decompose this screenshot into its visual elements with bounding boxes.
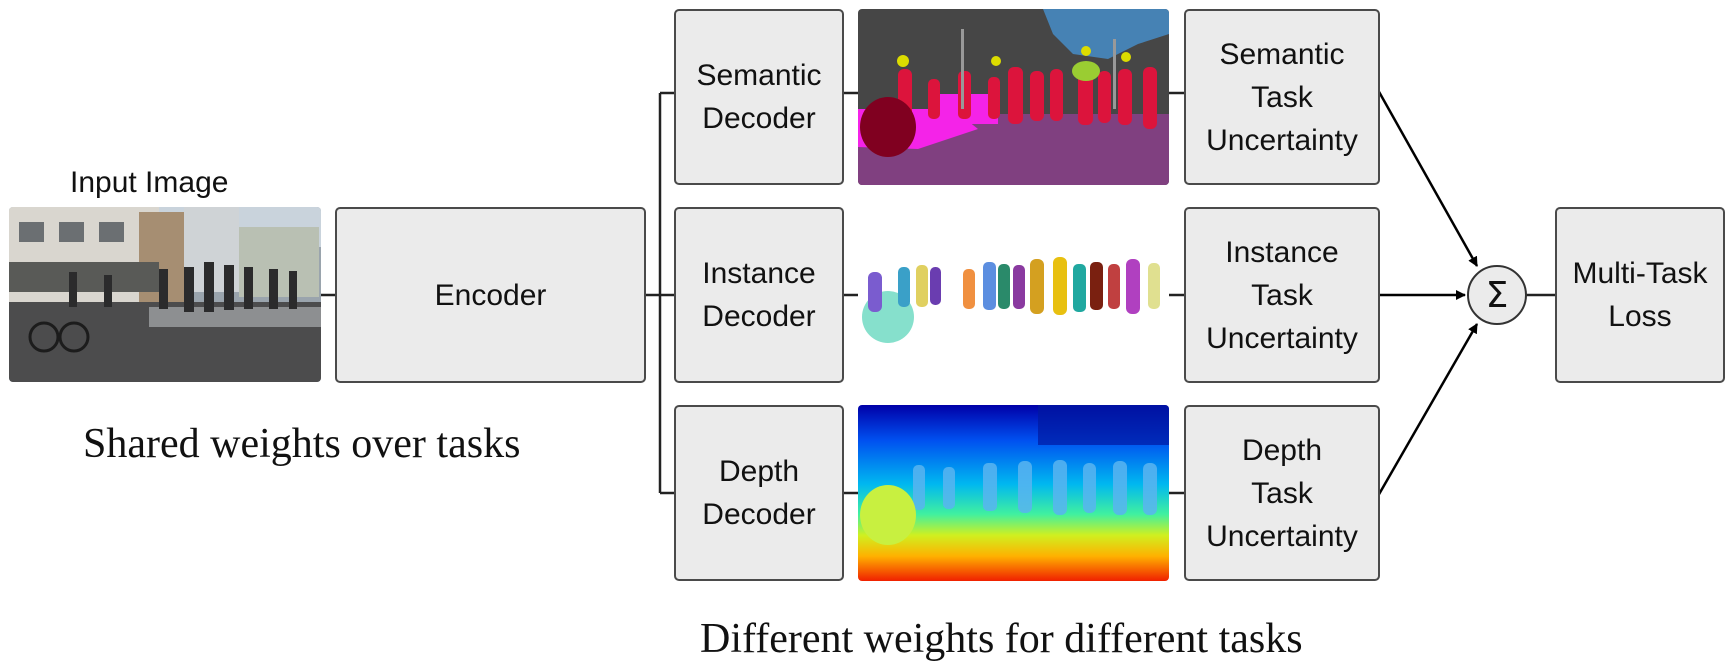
semantic-uncertainty-block: Semantic Task Uncertainty	[1184, 9, 1380, 185]
depth-uncertainty-block: Depth Task Uncertainty	[1184, 405, 1380, 581]
depth-uncertainty-label: Depth Task Uncertainty	[1206, 433, 1358, 553]
semantic-output-image	[858, 9, 1169, 185]
instance-uncertainty-label: Instance Task Uncertainty	[1206, 235, 1358, 355]
semantic-decoder-block: Semantic Decoder	[674, 9, 844, 185]
instance-decoder-label: Instance Decoder	[702, 257, 816, 333]
instance-decoder-block: Instance Decoder	[674, 207, 844, 383]
instance-uncertainty-block: Instance Task Uncertainty	[1184, 207, 1380, 383]
semantic-decoder-label: Semantic Decoder	[696, 59, 822, 135]
shared-weights-caption: Shared weights over tasks	[83, 421, 521, 467]
different-weights-caption: Different weights for different tasks	[700, 616, 1303, 662]
encoder-block: Encoder	[335, 207, 646, 383]
input-image-label: Input Image	[70, 166, 229, 199]
sigma-symbol: Σ	[1485, 274, 1509, 316]
depth-decoder-block: Depth Decoder	[674, 405, 844, 581]
encoder-label: Encoder	[434, 278, 547, 312]
semantic-uncertainty-label: Semantic Task Uncertainty	[1206, 37, 1358, 157]
summation-node: Σ	[1467, 265, 1527, 325]
input-image	[9, 207, 321, 382]
multi-task-loss-label: Multi-Task Loss	[1572, 257, 1708, 333]
multi-task-loss-block: Multi-Task Loss	[1555, 207, 1725, 383]
depth-output-image	[858, 405, 1169, 581]
instance-output-image	[858, 207, 1169, 383]
depth-decoder-label: Depth Decoder	[702, 455, 816, 531]
